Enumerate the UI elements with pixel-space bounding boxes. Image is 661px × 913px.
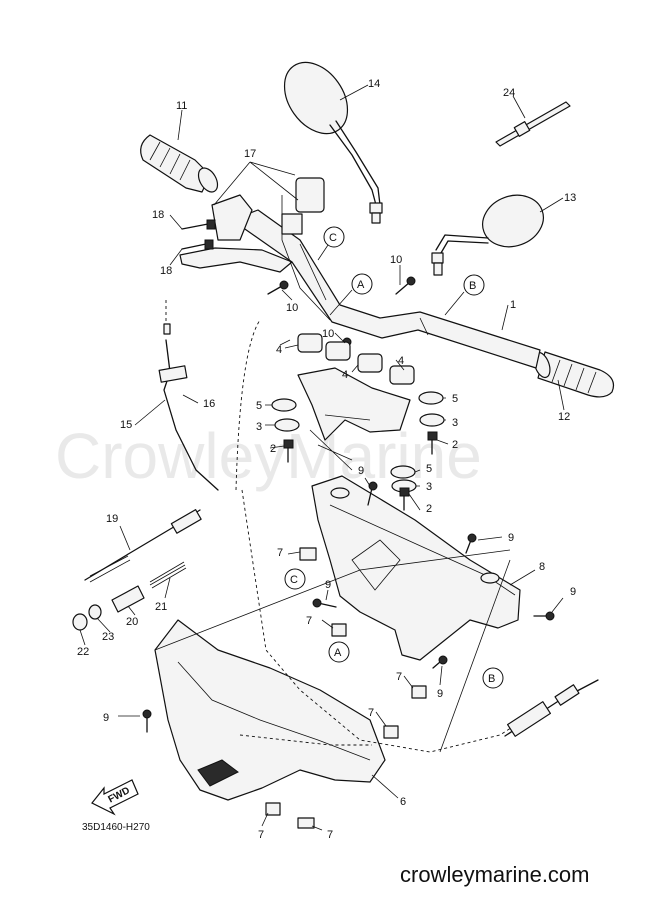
lever-bracket <box>179 177 331 321</box>
callout-b-bottom: B <box>488 673 495 685</box>
label-7f: 7 <box>327 829 333 841</box>
leader-lines <box>79 84 565 831</box>
drawing-code: 35D1460-H270 <box>82 822 150 833</box>
label-21: 21 <box>155 601 167 613</box>
small-parts <box>72 561 187 631</box>
label-20: 20 <box>126 616 138 628</box>
label-23: 23 <box>102 631 114 643</box>
label-14: 14 <box>368 78 380 90</box>
screws-9 <box>142 481 555 733</box>
label-18b: 18 <box>160 265 172 277</box>
label-10a: 10 <box>390 254 402 266</box>
label-17: 17 <box>244 148 256 160</box>
label-5b: 5 <box>452 393 458 405</box>
label-8: 8 <box>539 561 545 573</box>
label-9f: 9 <box>103 712 109 724</box>
choke-cable <box>84 509 599 737</box>
upper-handle-cover <box>311 475 521 661</box>
watermark-text: CrowleyMarine <box>55 420 482 492</box>
part-numbers: 1 2 2 2 3 3 3 4 4 4 5 5 5 6 7 7 7 7 7 7 … <box>77 78 576 841</box>
bolts-2 <box>283 431 438 511</box>
footer-site-link[interactable]: crowleymarine.com <box>400 862 590 887</box>
label-13: 13 <box>564 192 576 204</box>
label-19: 19 <box>106 513 118 525</box>
reference-callouts: A B C A B C <box>284 226 504 689</box>
grip-right <box>533 351 615 398</box>
label-5c: 5 <box>426 463 432 475</box>
label-11: 11 <box>176 100 187 112</box>
callout-b-top: B <box>469 280 476 292</box>
label-9b: 9 <box>508 532 514 544</box>
label-9c: 9 <box>325 579 331 591</box>
label-7d: 7 <box>368 707 374 719</box>
label-9a: 9 <box>358 465 364 477</box>
label-4c: 4 <box>398 355 404 367</box>
washers <box>271 391 445 493</box>
label-24: 24 <box>503 87 515 99</box>
label-7b: 7 <box>306 615 312 627</box>
label-3c: 3 <box>426 481 432 493</box>
label-10b: 10 <box>286 302 298 314</box>
callout-a-bottom: A <box>334 647 342 659</box>
label-2c: 2 <box>426 503 432 515</box>
mirror-left <box>283 61 383 224</box>
label-6: 6 <box>400 796 406 808</box>
fwd-arrow: FWD <box>91 779 139 816</box>
mirror-right <box>431 194 544 276</box>
callout-c-bottom: C <box>290 574 298 586</box>
label-3a: 3 <box>256 421 262 433</box>
label-7e: 7 <box>258 829 264 841</box>
callout-a-top: A <box>357 279 365 291</box>
label-7a: 7 <box>277 547 283 559</box>
label-1: 1 <box>510 299 516 311</box>
label-15: 15 <box>120 419 132 431</box>
label-9d: 9 <box>570 586 576 598</box>
label-10c: 10 <box>322 328 334 340</box>
label-18a: 18 <box>152 209 164 221</box>
lower-handle-cover <box>154 619 386 801</box>
label-2a: 2 <box>270 443 276 455</box>
label-9e: 9 <box>437 688 443 700</box>
handlebar <box>231 209 541 369</box>
label-16: 16 <box>203 398 215 410</box>
label-4a: 4 <box>276 344 282 356</box>
label-7c: 7 <box>396 671 402 683</box>
rubber-mounts-4 <box>297 333 415 385</box>
label-4b: 4 <box>342 369 348 381</box>
throttle-cable <box>158 300 521 753</box>
label-2b: 2 <box>452 439 458 451</box>
clips-7 <box>265 547 427 829</box>
cable-tie <box>495 101 571 147</box>
label-12: 12 <box>558 411 570 423</box>
label-3b: 3 <box>452 417 458 429</box>
label-5a: 5 <box>256 400 262 412</box>
screws-18 <box>181 219 216 250</box>
callout-c-top: C <box>329 232 337 244</box>
label-22: 22 <box>77 646 89 658</box>
grip-left <box>140 134 219 193</box>
handle-holder <box>297 367 411 471</box>
